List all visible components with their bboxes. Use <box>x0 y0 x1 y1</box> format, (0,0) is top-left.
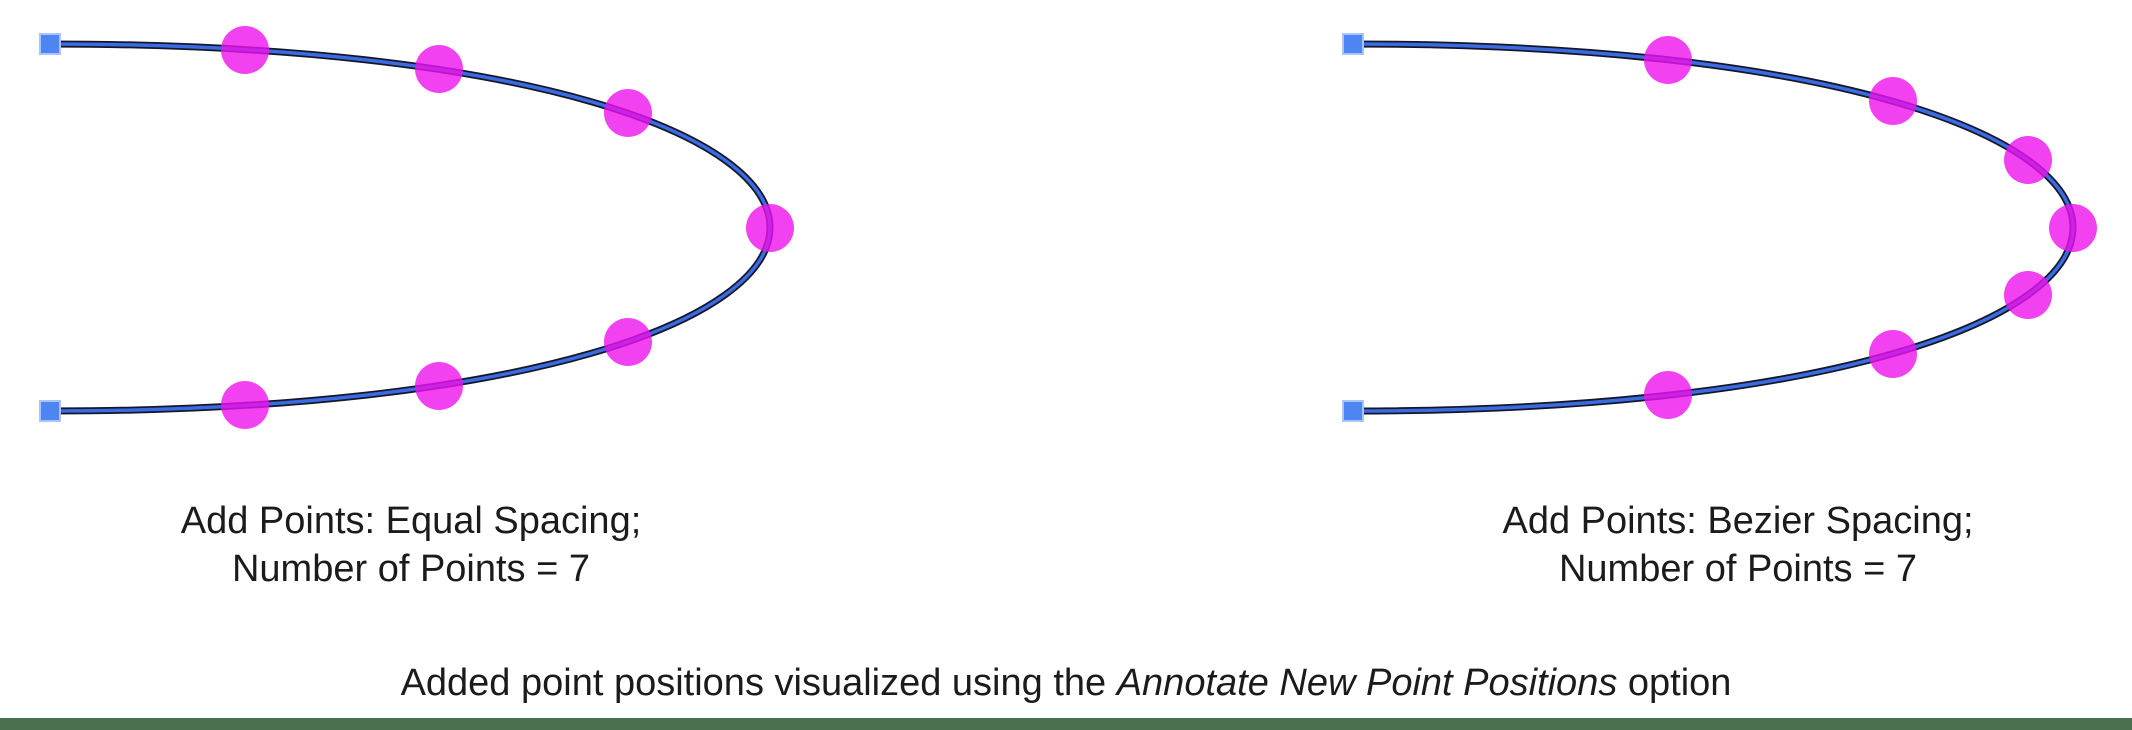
bezier-curve-bezier-spacing <box>1352 42 2075 413</box>
added-point-marker <box>415 362 463 410</box>
caption-line-1: Add Points: Equal Spacing; <box>180 500 642 542</box>
added-point-marker <box>2049 204 2097 252</box>
added-point-marker <box>415 45 463 93</box>
added-point-marker <box>604 89 652 137</box>
added-point-marker <box>604 318 652 366</box>
added-point-marker <box>2004 271 2052 319</box>
curve-endpoint-handle <box>39 33 61 55</box>
footnote-option-name: Annotate New Point Positions <box>1116 662 1618 704</box>
footnote-text-prefix: Added point positions visualized using t… <box>400 662 1117 704</box>
added-point-marker <box>746 204 794 252</box>
figure-footnote: Added point positions visualized using t… <box>0 662 2132 705</box>
added-point-marker <box>1869 330 1917 378</box>
caption-line-2: Number of Points = 7 <box>231 547 590 590</box>
caption-equal-spacing: Add Points: Equal Spacing; Number of Poi… <box>181 498 642 594</box>
bottom-divider-bar <box>0 718 2132 730</box>
caption-bezier-spacing: Add Points: Bezier Spacing; Number of Po… <box>1502 498 1973 594</box>
bezier-curve-outline-equal-spacing <box>49 40 774 415</box>
curve-endpoint-handle <box>1342 400 1364 422</box>
curve-endpoint-handle <box>39 400 61 422</box>
figure-canvas <box>39 26 2097 429</box>
bezier-curves-illustration <box>39 26 2097 429</box>
curve-endpoint-handle <box>1342 33 1364 55</box>
added-point-marker <box>1644 371 1692 419</box>
caption-line-1: Add Points: Bezier Spacing; <box>1502 500 1974 542</box>
bezier-curve-outline-bezier-spacing <box>1352 40 2077 415</box>
added-point-marker <box>1644 36 1692 84</box>
added-point-marker <box>2004 136 2052 184</box>
added-point-marker <box>221 26 269 74</box>
added-point-marker <box>221 381 269 429</box>
added-point-marker <box>1869 77 1917 125</box>
caption-line-2: Number of Points = 7 <box>1558 547 1917 590</box>
bezier-curve-equal-spacing <box>49 42 772 413</box>
footnote-text-suffix: option <box>1617 662 1732 704</box>
